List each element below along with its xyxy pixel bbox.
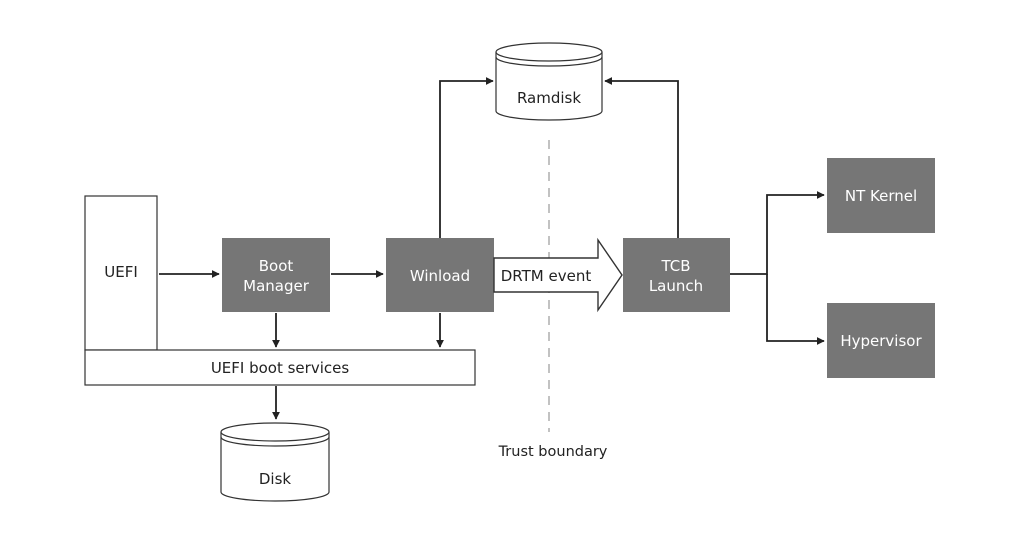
winload-box <box>386 238 494 312</box>
hypervisor-box <box>827 303 935 378</box>
disk-label: Disk <box>259 470 292 488</box>
arrow-tcb-to-ramdisk <box>604 77 679 238</box>
disk-cylinder <box>220 422 330 502</box>
boot-manager-label-line1: Boot <box>259 257 294 275</box>
arrow-tcb-to-ntkernel <box>730 191 825 275</box>
ramdisk-label: Ramdisk <box>517 89 581 107</box>
trust-boundary-label: Trust boundary <box>498 444 608 460</box>
nt-kernel-box <box>827 158 935 233</box>
hypervisor-label: Hypervisor <box>840 332 922 350</box>
tcb-launch-label-line1: TCB <box>660 257 690 275</box>
arrow-tcb-to-hypervisor <box>766 274 825 345</box>
boot-manager-label-line2: Manager <box>243 277 310 295</box>
tcb-launch-box <box>623 238 730 312</box>
uefi-label: UEFI <box>104 263 138 281</box>
ramdisk-cylinder <box>495 42 603 121</box>
winload-label: Winload <box>410 267 470 285</box>
arrow-winload-to-ramdisk <box>439 77 494 238</box>
drtm-event-arrow <box>493 237 623 313</box>
tcb-launch-label-line2: Launch <box>649 277 703 295</box>
boot-manager-box <box>222 238 330 312</box>
uefi-boot-services-label: UEFI boot services <box>211 359 350 377</box>
drtm-event-label: DRTM event <box>501 267 592 285</box>
nt-kernel-label: NT Kernel <box>845 187 917 205</box>
uefi-boot-services-bar <box>84 349 476 386</box>
